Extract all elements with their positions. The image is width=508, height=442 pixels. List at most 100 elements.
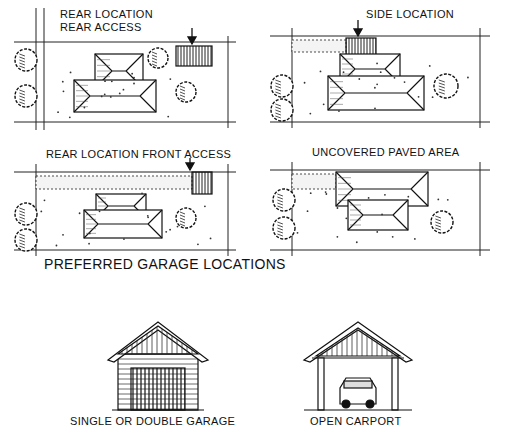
lawn-dot: [437, 198, 439, 200]
hip-roof: [74, 80, 156, 112]
lawn-dot: [407, 196, 409, 198]
hip-roof: [328, 76, 424, 110]
plan-label: SINGLE OR DOUBLE GARAGE: [70, 415, 235, 428]
lawn-dot: [374, 87, 376, 89]
lawn-dot: [123, 89, 125, 91]
plan-label: REAR LOCATION REAR ACCESS: [60, 8, 170, 33]
lawn-dot: [123, 238, 125, 240]
lawn-dot: [131, 73, 133, 75]
lawn-dot: [110, 96, 112, 98]
plan-label: OPEN CARPORT: [310, 415, 401, 428]
lawn-dot: [376, 83, 378, 85]
lawn-dot: [44, 199, 46, 201]
tree-symbol: [176, 208, 196, 228]
plan-label: REAR LOCATION FRONT ACCESS: [46, 148, 231, 161]
lawn-dot: [169, 78, 171, 80]
tree-symbol: [15, 49, 37, 71]
garage-elevation: [108, 322, 208, 410]
tree-symbol: [15, 203, 37, 225]
carport-elevation: [304, 322, 412, 410]
tree-symbol: [431, 211, 453, 233]
lawn-dot: [307, 210, 309, 212]
lawn-dot: [336, 236, 338, 238]
lawn-dot: [89, 232, 91, 234]
lawn-dot: [320, 71, 322, 73]
lot-lines: [14, 8, 490, 256]
lawn-dot: [88, 243, 90, 245]
lawn-dot: [141, 192, 143, 194]
lawn-dot: [177, 226, 179, 228]
lawn-dot: [323, 103, 325, 105]
tree-symbol: [434, 74, 458, 98]
lawn-dot: [56, 245, 58, 247]
lawn-dot: [343, 71, 345, 73]
tree-symbol: [271, 99, 293, 121]
tree-symbol: [15, 229, 37, 251]
hip-roof: [348, 200, 408, 230]
lawn-dot: [310, 192, 312, 194]
lawn-dot: [414, 238, 416, 240]
lawn-dot: [40, 211, 42, 213]
lawn-dot: [381, 213, 383, 215]
driveways: [36, 40, 346, 189]
tree-symbol: [273, 217, 295, 239]
lawn-dot: [147, 216, 149, 218]
plan-label: SIDE LOCATION: [366, 8, 454, 21]
lawn-dot: [197, 243, 199, 245]
caption-text: PREFERRED GARAGE LOCATIONS: [44, 256, 286, 272]
lawn-dot: [167, 116, 169, 118]
lawn-dot: [210, 238, 212, 240]
tree-symbol: [271, 75, 293, 97]
lawn-dot: [304, 82, 306, 84]
lawn-dot: [309, 113, 311, 115]
lawn-dot: [447, 199, 449, 201]
lawn-dot: [374, 107, 376, 109]
lawn-dot: [62, 81, 64, 83]
lawn-dot: [384, 194, 386, 196]
lawn-dot: [79, 212, 81, 214]
lawn-dot: [133, 83, 135, 85]
lawn-dot: [62, 234, 64, 236]
lawn-dot: [165, 231, 167, 233]
lawn-dot: [70, 72, 72, 74]
lawn-dot: [404, 81, 406, 83]
lawn-dot: [325, 191, 327, 193]
lawn-dot: [57, 111, 59, 113]
lawn-dot: [394, 77, 396, 79]
tree-symbol: [273, 189, 295, 211]
lawn-dot: [111, 80, 113, 82]
lawn-dot: [376, 63, 378, 65]
lawn-dot: [169, 229, 171, 231]
tree-symbol: [148, 48, 168, 68]
lawn-dot: [358, 78, 360, 80]
lawn-dot: [432, 96, 434, 98]
lawn-dots: [40, 63, 468, 247]
lawn-dot: [368, 197, 370, 199]
lawn-dot: [467, 77, 469, 79]
lawn-dot: [376, 231, 378, 233]
lawn-dot: [119, 92, 121, 94]
lawn-dot: [133, 77, 135, 79]
hip-roof: [84, 210, 162, 238]
lawn-dot: [356, 241, 358, 243]
lawn-dot: [338, 110, 340, 112]
lawn-dot: [104, 80, 106, 82]
lawn-dot: [69, 116, 71, 118]
lawn-dot: [345, 217, 347, 219]
tree-symbol: [15, 85, 37, 107]
lawn-dot: [101, 96, 103, 98]
lawn-dot: [204, 205, 206, 207]
lawn-dot: [337, 207, 339, 209]
lawn-dot: [380, 71, 382, 73]
lawn-dot: [104, 93, 106, 95]
lawn-dot: [392, 236, 394, 238]
tree-symbol: [176, 82, 196, 102]
lawn-dot: [99, 210, 101, 212]
lawn-dot: [63, 90, 65, 92]
lawn-dot: [297, 232, 299, 234]
lawn-dot: [429, 65, 431, 67]
plan-label: UNCOVERED PAVED AREA: [312, 146, 459, 159]
lawn-dot: [325, 193, 327, 195]
